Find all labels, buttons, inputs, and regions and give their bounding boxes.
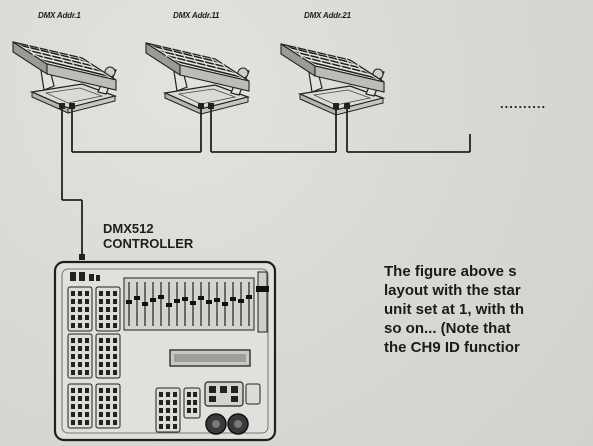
fixture-2-address-label: DMX Addr.11 — [173, 11, 220, 20]
description-line: unit set at 1, with th — [384, 301, 525, 318]
moving-head-fixture-2 — [145, 42, 250, 115]
moving-head-fixture-1 — [12, 41, 117, 114]
controller-label-line2: CONTROLLER — [103, 236, 194, 251]
xlr-connectors — [59, 103, 350, 260]
continuation-dots: .......... — [500, 96, 547, 111]
dmx-controller-console — [53, 260, 277, 442]
description-line: the CH9 ID functior — [384, 339, 520, 356]
controller-label-line1: DMX512 — [103, 221, 154, 236]
moving-head-fixture-3 — [280, 43, 385, 116]
description-line: so on... (Note that — [384, 320, 511, 337]
fader-bank — [123, 277, 255, 331]
fixture-3-address-label: DMX Addr.21 — [304, 11, 351, 20]
description-text: The figure above s layout with the star … — [384, 262, 524, 357]
dmx-wiring — [61, 108, 471, 256]
description-line: The figure above s — [384, 263, 517, 280]
description-line: layout with the star — [384, 282, 521, 299]
fixture-1-address-label: DMX Addr.1 — [38, 11, 81, 20]
